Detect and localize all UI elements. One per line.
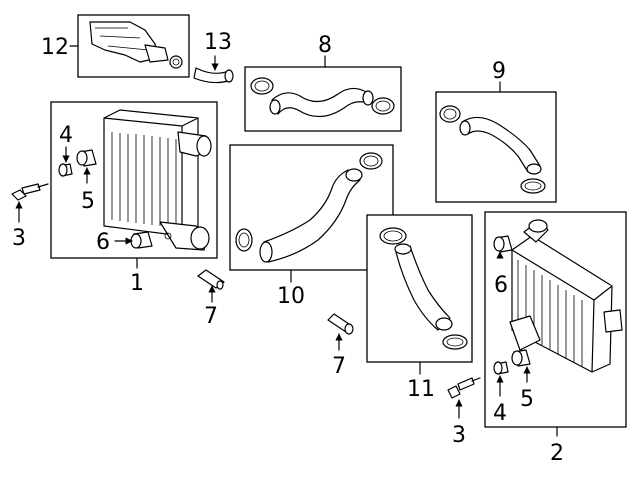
callout-5-right: 5	[520, 387, 534, 412]
sensor-7-left	[197, 269, 225, 290]
callout-4-left: 4	[59, 123, 73, 148]
callout-6-left: 6	[96, 230, 110, 255]
callout-12: 12	[41, 35, 69, 60]
bushing-4-left	[58, 163, 73, 177]
callout-11: 11	[407, 377, 435, 402]
clamp-icon	[359, 152, 383, 170]
bolt-3-left	[11, 183, 49, 201]
callout-3-left: 3	[12, 226, 26, 251]
callout-8: 8	[318, 33, 332, 58]
callout-2: 2	[550, 441, 564, 466]
callout-4-right: 4	[493, 401, 507, 426]
mount-6-left	[130, 231, 153, 249]
callout-1: 1	[130, 271, 144, 296]
callout-7-left: 7	[204, 304, 218, 329]
hose-9	[439, 105, 546, 194]
callout-10: 10	[277, 284, 305, 309]
callout-7-middle: 7	[332, 354, 346, 379]
sensor-7-middle	[327, 313, 354, 335]
hose-8	[250, 77, 395, 118]
leader-lines	[15, 45, 558, 437]
grommet-5-left	[76, 149, 97, 167]
callout-6-right: 6	[494, 273, 508, 298]
callout-5-left: 5	[81, 189, 95, 214]
intercooler-left	[103, 109, 212, 251]
clamp-icon	[250, 77, 274, 95]
mount-6-right	[493, 235, 513, 253]
box-part-8	[244, 66, 402, 132]
hose-10	[235, 152, 383, 263]
clamp-icon	[439, 105, 461, 123]
callout-3-right: 3	[452, 423, 466, 448]
bushing-4-right	[493, 361, 509, 375]
small-hose	[193, 67, 234, 84]
clamp-icon	[379, 227, 407, 245]
clamp-icon	[235, 228, 253, 252]
clamp-icon	[442, 334, 468, 350]
grommet-5-right	[511, 349, 531, 367]
callout-9: 9	[492, 59, 506, 84]
air-guide-bracket	[89, 21, 183, 69]
bolt-3-right	[447, 377, 481, 399]
intercooler-right	[509, 219, 623, 373]
callout-13: 13	[204, 30, 232, 55]
hose-11	[379, 227, 468, 350]
clamp-icon	[520, 178, 546, 194]
clamp-icon	[371, 97, 395, 115]
